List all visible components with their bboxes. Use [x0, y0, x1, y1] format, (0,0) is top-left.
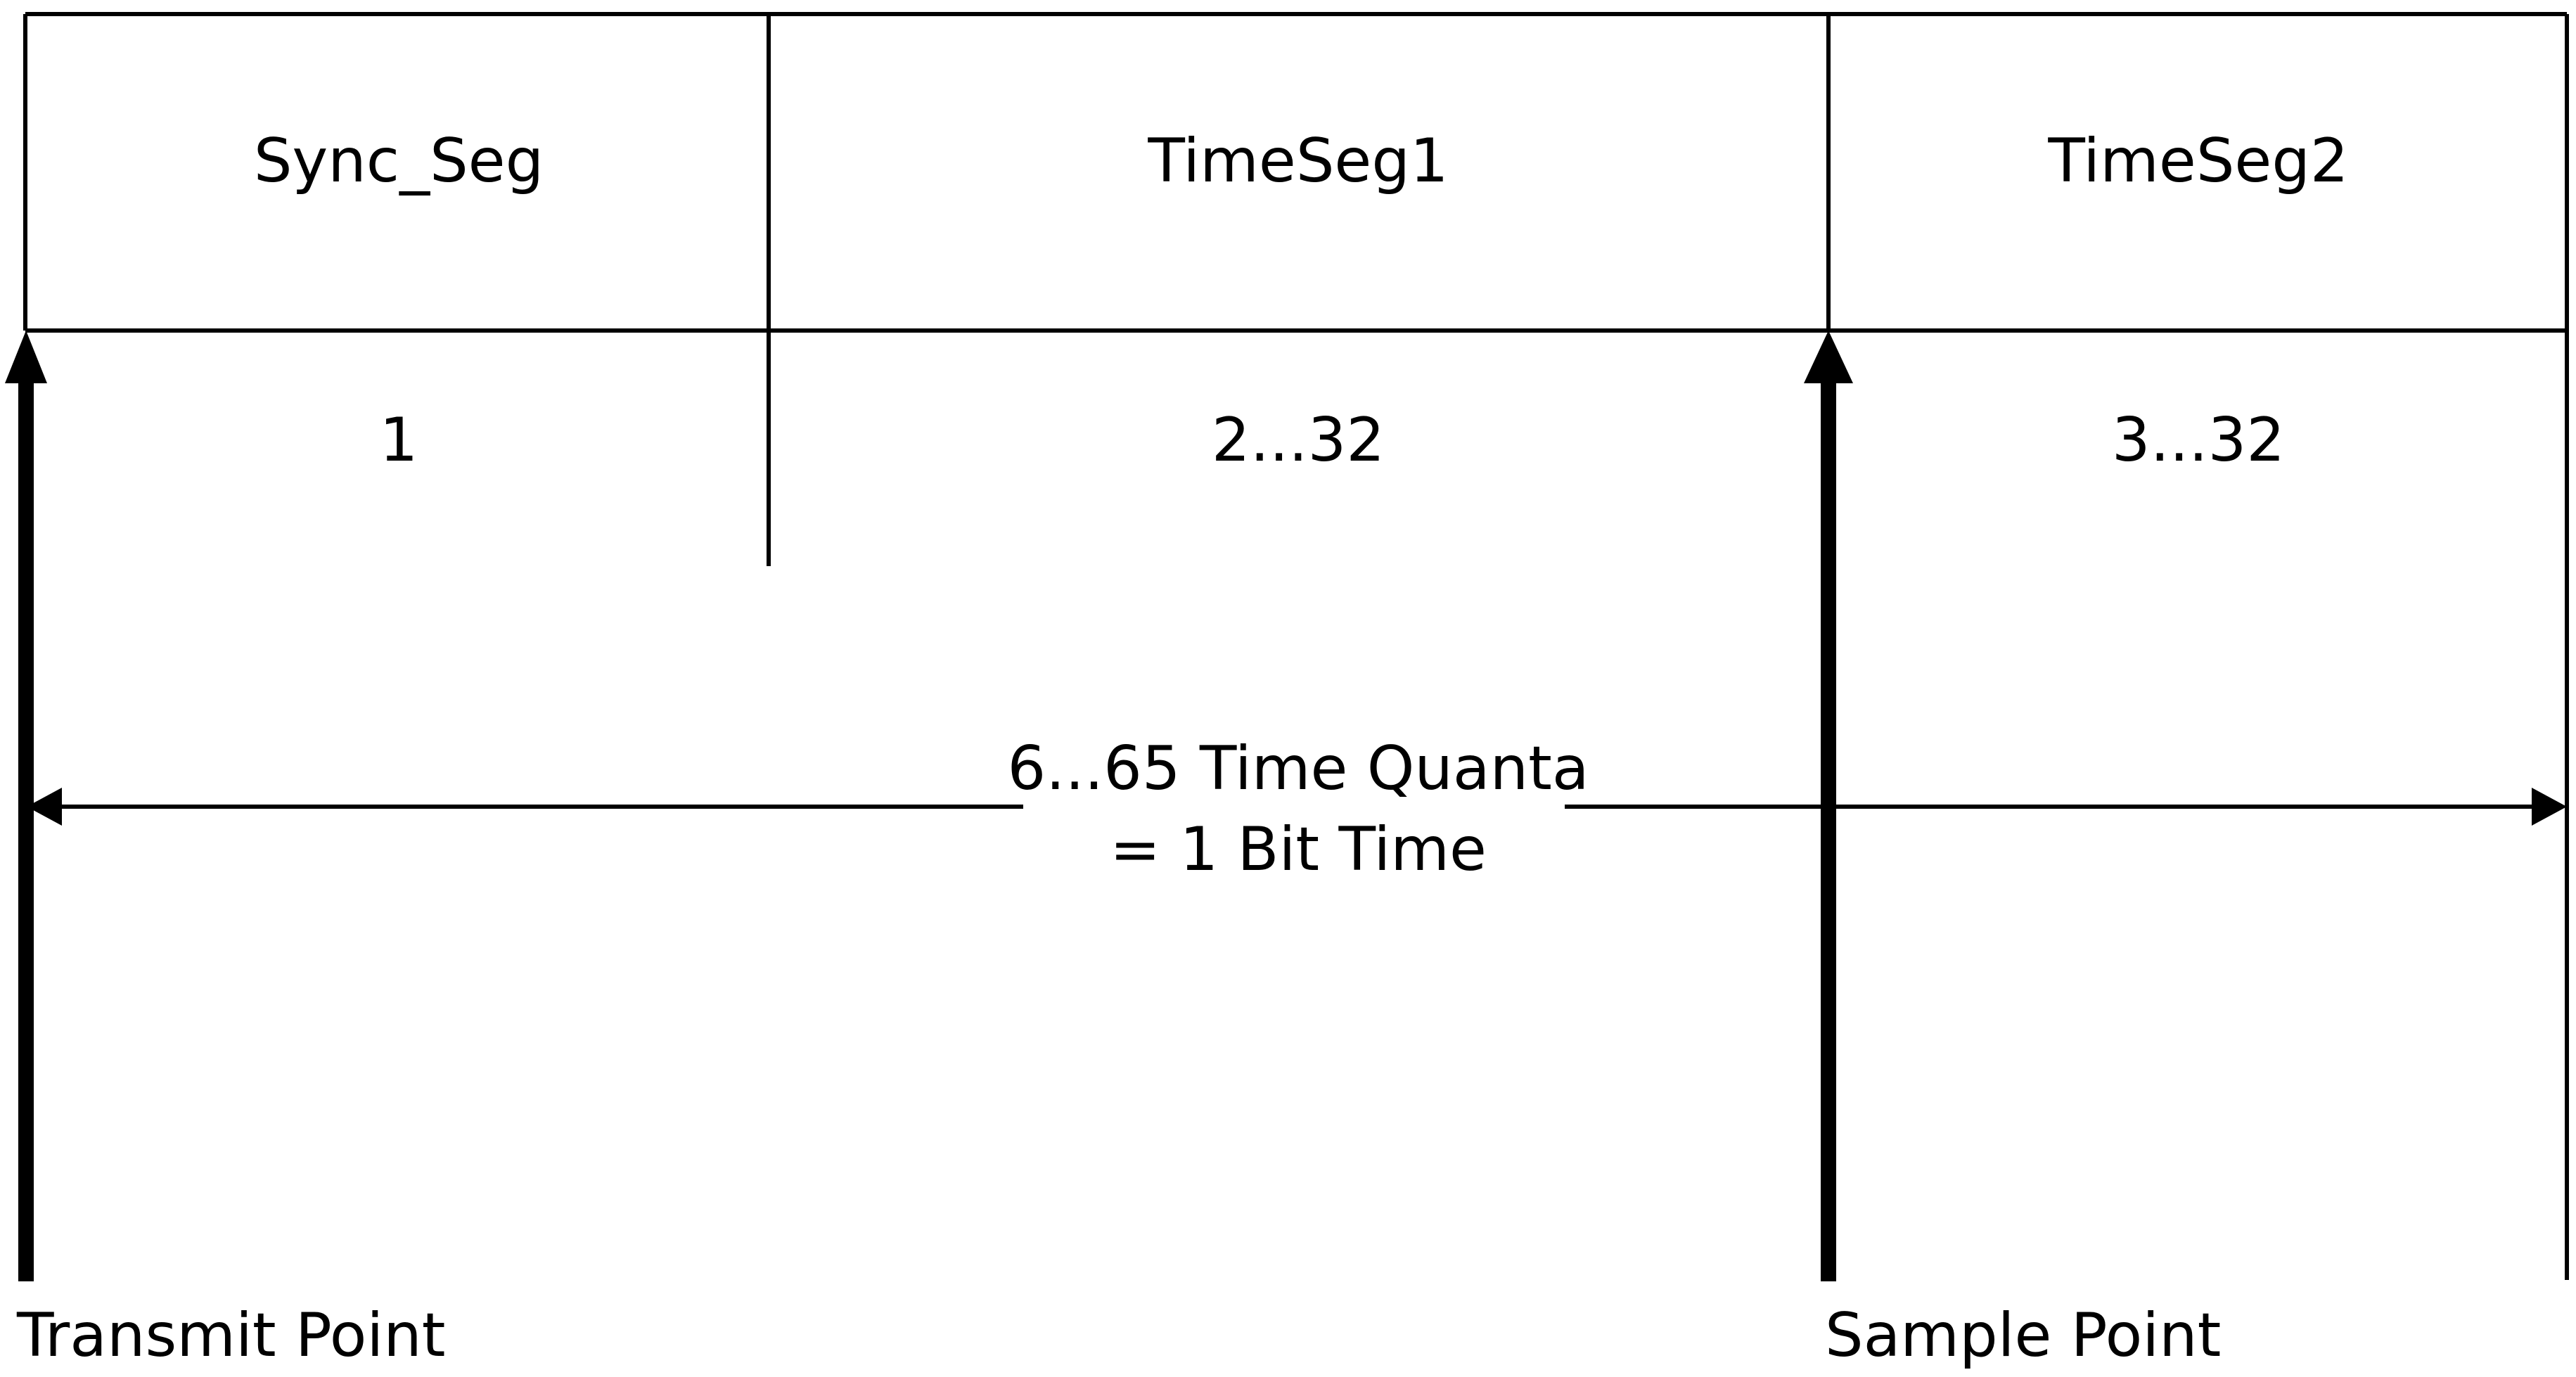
- segment-quanta-timeseg1: 2...32: [1212, 405, 1385, 475]
- transmit-point-arrow: [5, 331, 47, 1281]
- bit-time-arrowhead-right: [2532, 788, 2567, 826]
- transmit-point-label: Transmit Point: [16, 1300, 446, 1371]
- sample-point-label: Sample Point: [1825, 1300, 2221, 1371]
- segment-quanta-sync-seg: 1: [380, 405, 418, 475]
- segment-label-sync-seg: Sync_Seg: [254, 126, 544, 196]
- sample-point-arrow: [1804, 331, 1853, 1281]
- bit-time-label-line2: = 1 Bit Time: [1110, 814, 1487, 885]
- segment-label-timeseg1: TimeSeg1: [1147, 126, 1448, 196]
- segment-quanta-timeseg2: 3...32: [2112, 405, 2285, 475]
- bit-time-label-line1: 6...65 Time Quanta: [1007, 734, 1589, 804]
- bit-time-arrowhead-left: [27, 788, 62, 826]
- segment-table: [23, 12, 2569, 1280]
- segment-label-timeseg2: TimeSeg2: [2047, 126, 2348, 196]
